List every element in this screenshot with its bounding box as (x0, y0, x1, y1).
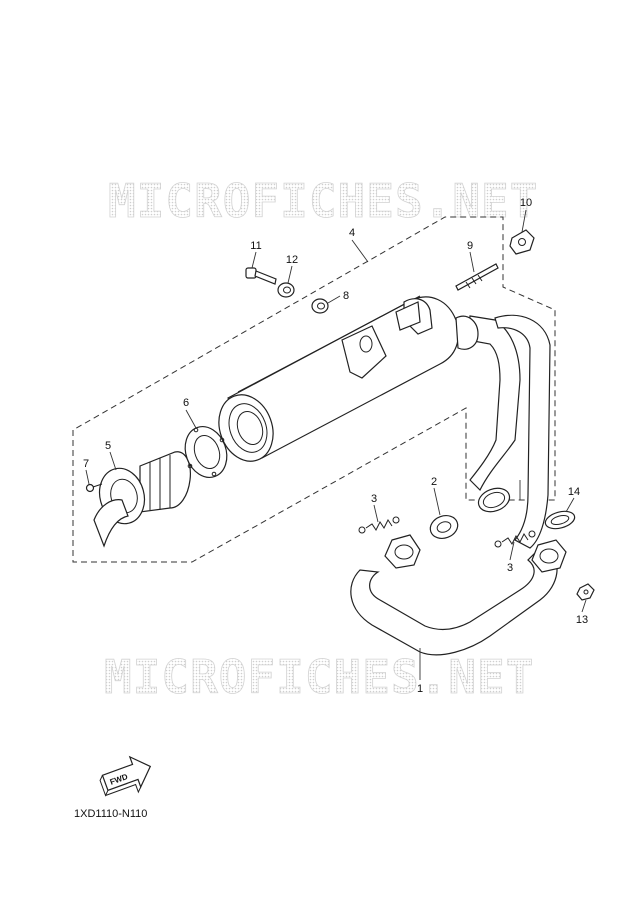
leader-6 (185, 409, 197, 429)
leader-4 (351, 239, 369, 263)
leader-10 (521, 209, 527, 233)
screw-7 (85, 483, 103, 493)
callout-9: 9 (467, 240, 473, 252)
spring-3-right (494, 530, 536, 548)
leader-13 (581, 599, 587, 613)
leader-11 (251, 251, 257, 269)
muffler (218, 295, 479, 462)
bolt-11 (245, 267, 277, 285)
leader-8 (327, 295, 341, 304)
callout-14: 14 (568, 486, 580, 498)
callout-3-right: 3 (507, 562, 513, 574)
gasket-14 (544, 510, 576, 530)
diagram-code: 1XD1110-N110 (74, 808, 147, 820)
callout-10: 10 (520, 197, 532, 209)
callout-13: 13 (576, 614, 588, 626)
damper-8 (311, 298, 329, 314)
header-pipe (350, 314, 567, 656)
nut-13 (576, 583, 595, 601)
leader-5 (109, 451, 117, 471)
leader-3a (373, 504, 379, 523)
callout-2: 2 (431, 476, 437, 488)
gasket (184, 426, 228, 478)
fwd-arrow-icon: FWD (99, 755, 152, 797)
callout-6: 6 (183, 397, 189, 409)
callout-11: 11 (250, 240, 261, 252)
leader-14 (565, 497, 575, 513)
leader-12 (287, 265, 293, 284)
spring-3-left (358, 516, 400, 534)
gasket-2 (429, 515, 459, 539)
callout-3-left: 3 (371, 493, 377, 505)
watermark-top: MICROFICHES.NET (108, 174, 538, 228)
collar-12 (277, 282, 295, 298)
leader-2 (433, 487, 441, 516)
callout-5: 5 (105, 440, 111, 452)
spark-arrestor (93, 451, 191, 548)
callout-1: 1 (417, 683, 423, 695)
callout-4: 4 (349, 227, 355, 239)
leader-9 (469, 251, 475, 273)
leader-3b (509, 541, 515, 561)
bolt-9 (455, 263, 499, 291)
assembly-4-boundary (72, 216, 556, 563)
callout-12: 12 (286, 254, 298, 266)
watermark-bottom: MICROFICHES.NET (104, 650, 534, 704)
nut-10 (509, 229, 535, 255)
callout-8: 8 (343, 290, 349, 302)
leader-7 (85, 469, 90, 485)
callout-7: 7 (83, 458, 89, 470)
